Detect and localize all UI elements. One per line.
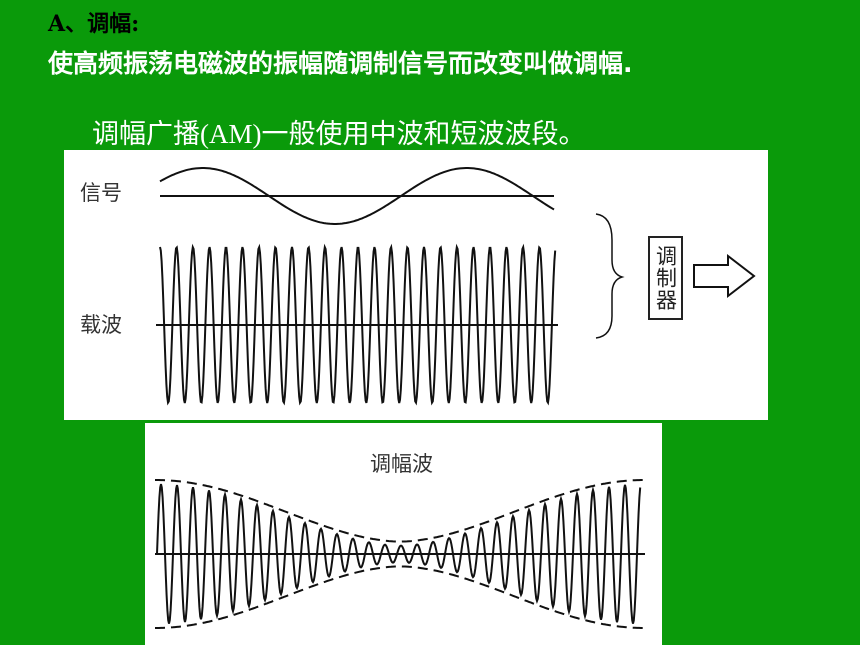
am-definition: 使高频振荡电磁波的振幅随调制信号而改变叫做调幅. [48, 49, 633, 78]
input-brace [595, 213, 625, 339]
carrier-wave [159, 243, 557, 406]
slide-title: A、调幅: [48, 11, 140, 37]
carrier-label: 载波 [80, 313, 122, 337]
modulation-svg: 信号 载波 [80, 167, 756, 406]
am-wave-label: 调幅波 [370, 452, 433, 476]
modulator-label: 调制器 [653, 245, 678, 311]
envelope-bottom [155, 565, 643, 629]
am-wave-svg: 调幅波 [155, 452, 645, 629]
am-wave [156, 483, 642, 624]
modulation-diagram: 信号 载波 调制器 [64, 150, 768, 420]
signal-label: 信号 [80, 181, 122, 205]
signal-wave [159, 167, 555, 225]
envelope-top [155, 479, 643, 543]
modulator-box: 调制器 [648, 236, 683, 320]
am-broadcast-note: 调幅广播(AM)一般使用中波和短波波段。 [92, 119, 586, 149]
output-arrow-icon [693, 253, 756, 299]
am-wave-diagram: 调幅波 [145, 423, 662, 645]
